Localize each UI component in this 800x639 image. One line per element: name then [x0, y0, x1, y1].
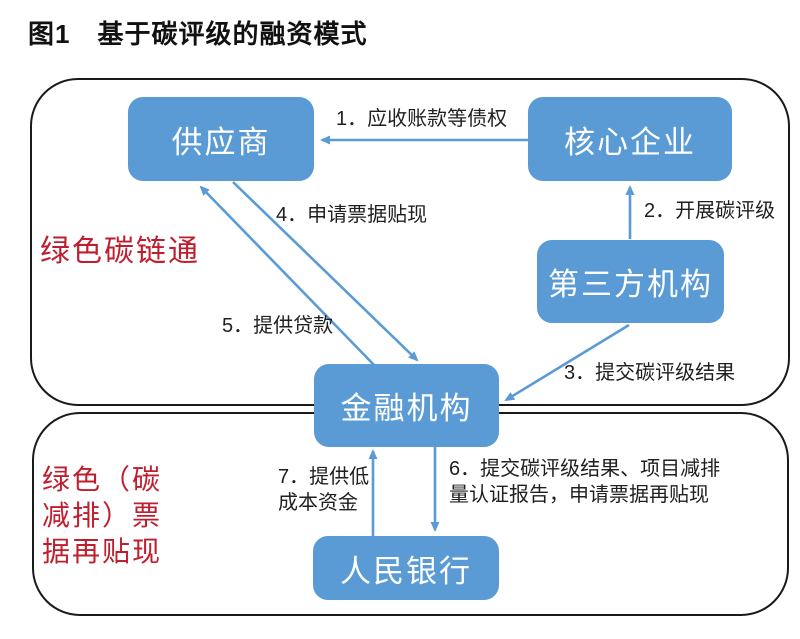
edge-label-6-line-1: 6．提交碳评级结果、项目减排: [449, 458, 721, 480]
region-label-green-carbon-chain: 绿色碳链通: [40, 235, 200, 268]
node-core-enterprise: 核心企业: [528, 97, 732, 181]
figure-title: 图1 基于碳评级的融资模式: [28, 19, 368, 49]
edge-label-2-carbon-rating: 2．开展碳评级: [644, 200, 776, 222]
region-label-bottom-line-2: 减排）票: [42, 500, 163, 531]
arrow-3-submit-rating-result: [504, 323, 630, 402]
edge-label-6-apply-rediscount: 6．提交碳评级结果、项目减排 量认证报告，申请票据再贴现: [449, 456, 720, 508]
edge-label-4-apply-discount: 4．申请票据贴现: [276, 204, 428, 226]
edge-label-6-line-2: 量认证报告，申请票据再贴现: [449, 484, 709, 506]
arrow-5-provide-loan: [199, 185, 377, 368]
node-peoples-bank: 人民银行: [313, 536, 499, 600]
node-financial-institution: 金融机构: [314, 364, 499, 447]
edge-label-7-line-1: 7．提供低: [278, 466, 370, 488]
region-label-green-note-rediscount: 绿色（碳 减排）票 据再贴现: [42, 462, 162, 570]
edge-label-3-submit-rating-result: 3．提交碳评级结果: [564, 362, 736, 384]
edge-label-7-line-2: 成本资金: [278, 492, 358, 514]
edge-label-7-low-cost-funds: 7．提供低 成本资金: [278, 464, 369, 516]
node-third-party-institution: 第三方机构: [537, 240, 724, 323]
region-label-bottom-line-1: 绿色（碳: [42, 464, 163, 495]
arrow-4-apply-discount: [232, 181, 419, 362]
edge-label-1-receivables: 1．应收账款等债权: [336, 108, 508, 130]
region-label-bottom-line-3: 据再贴现: [42, 536, 163, 567]
edge-label-5-provide-loan: 5．提供贷款: [222, 315, 334, 337]
node-supplier: 供应商: [128, 97, 314, 181]
